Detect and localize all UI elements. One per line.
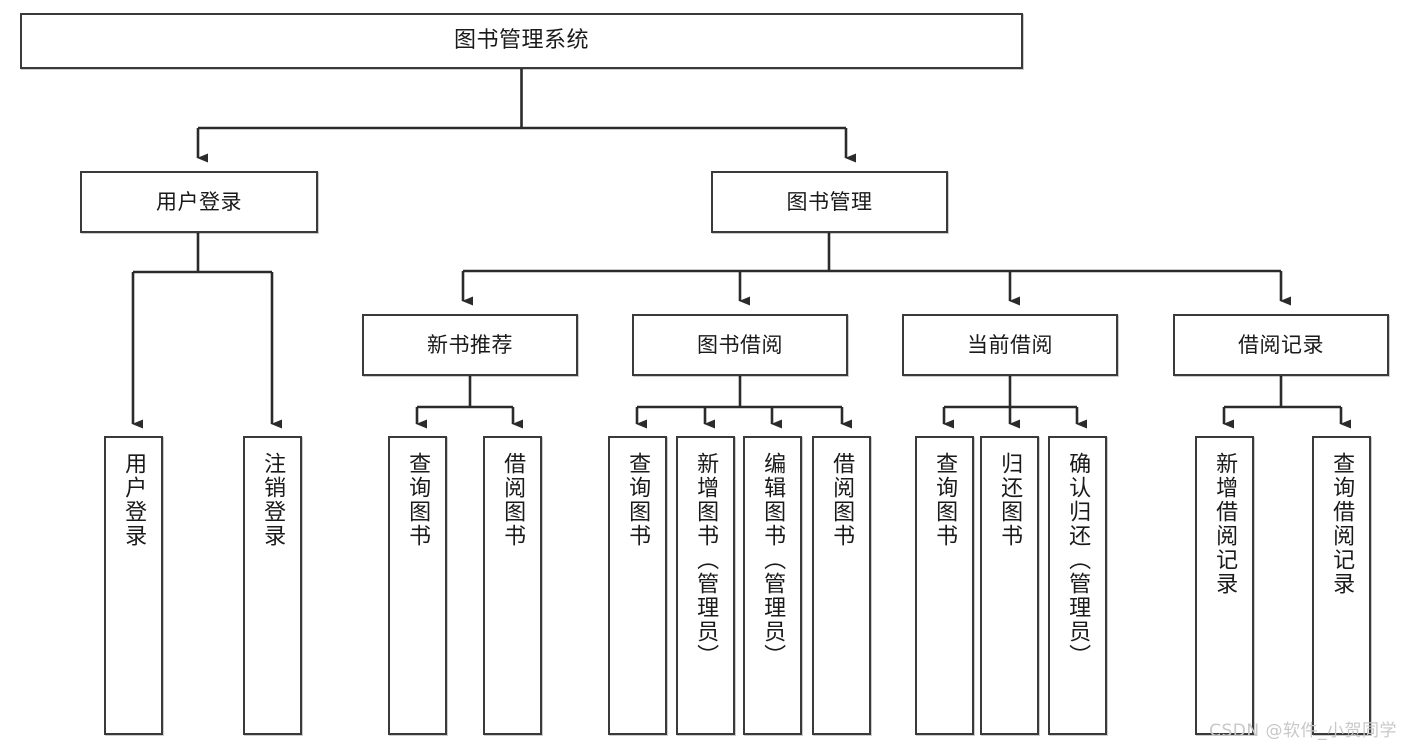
leaf-user-login[interactable]: 用户登录 [104,436,163,735]
node-current-borrow[interactable]: 当前借阅 [902,314,1118,376]
node-label: 归还图书 [997,452,1023,548]
leaf-add-book-admin[interactable]: 新增图书（管理员） [676,436,735,735]
node-root-system[interactable]: 图书管理系统 [20,13,1023,69]
node-label: 新书推荐 [427,332,513,357]
node-label: 用户登录 [121,452,147,548]
node-book-management[interactable]: 图书管理 [711,171,948,233]
leaf-borrow-book-new[interactable]: 借阅图书 [483,436,542,735]
leaf-query-borrow-record[interactable]: 查询借阅记录 [1312,436,1371,735]
leaf-query-book-new[interactable]: 查询图书 [388,436,447,735]
node-label: 编辑图书（管理员） [760,452,786,668]
node-label: 图书管理系统 [453,28,589,54]
node-label: 确认归还（管理员） [1065,452,1091,668]
leaf-borrow-book[interactable]: 借阅图书 [812,436,871,735]
node-borrow-record[interactable]: 借阅记录 [1173,314,1389,376]
leaf-edit-book-admin[interactable]: 编辑图书（管理员） [743,436,802,735]
node-new-book-recommend[interactable]: 新书推荐 [362,314,578,376]
node-label: 借阅图书 [829,452,855,548]
node-label: 注销登录 [260,452,286,548]
node-label: 当前借阅 [967,332,1053,357]
node-label: 新增借阅记录 [1212,452,1238,596]
leaf-query-book-current[interactable]: 查询图书 [915,436,974,735]
leaf-confirm-return-admin[interactable]: 确认归还（管理员） [1048,436,1107,735]
leaf-return-book[interactable]: 归还图书 [980,436,1039,735]
watermark: CSDN @软件_小贺同学 [1209,721,1397,741]
node-label: 图书借阅 [697,332,783,357]
leaf-logout[interactable]: 注销登录 [243,436,302,735]
node-label: 查询图书 [625,452,651,548]
leaf-query-book-borrow[interactable]: 查询图书 [608,436,667,735]
leaf-add-borrow-record[interactable]: 新增借阅记录 [1195,436,1254,735]
node-label: 新增图书（管理员） [693,452,719,668]
node-label: 查询图书 [405,452,431,548]
node-label: 图书管理 [786,189,873,214]
node-label: 查询借阅记录 [1329,452,1355,596]
node-label: 用户登录 [156,189,242,214]
node-label: 借阅图书 [500,452,526,548]
node-user-login[interactable]: 用户登录 [80,171,318,233]
node-label: 查询图书 [932,452,958,548]
node-label: 借阅记录 [1238,332,1324,357]
node-book-borrow[interactable]: 图书借阅 [632,314,848,376]
